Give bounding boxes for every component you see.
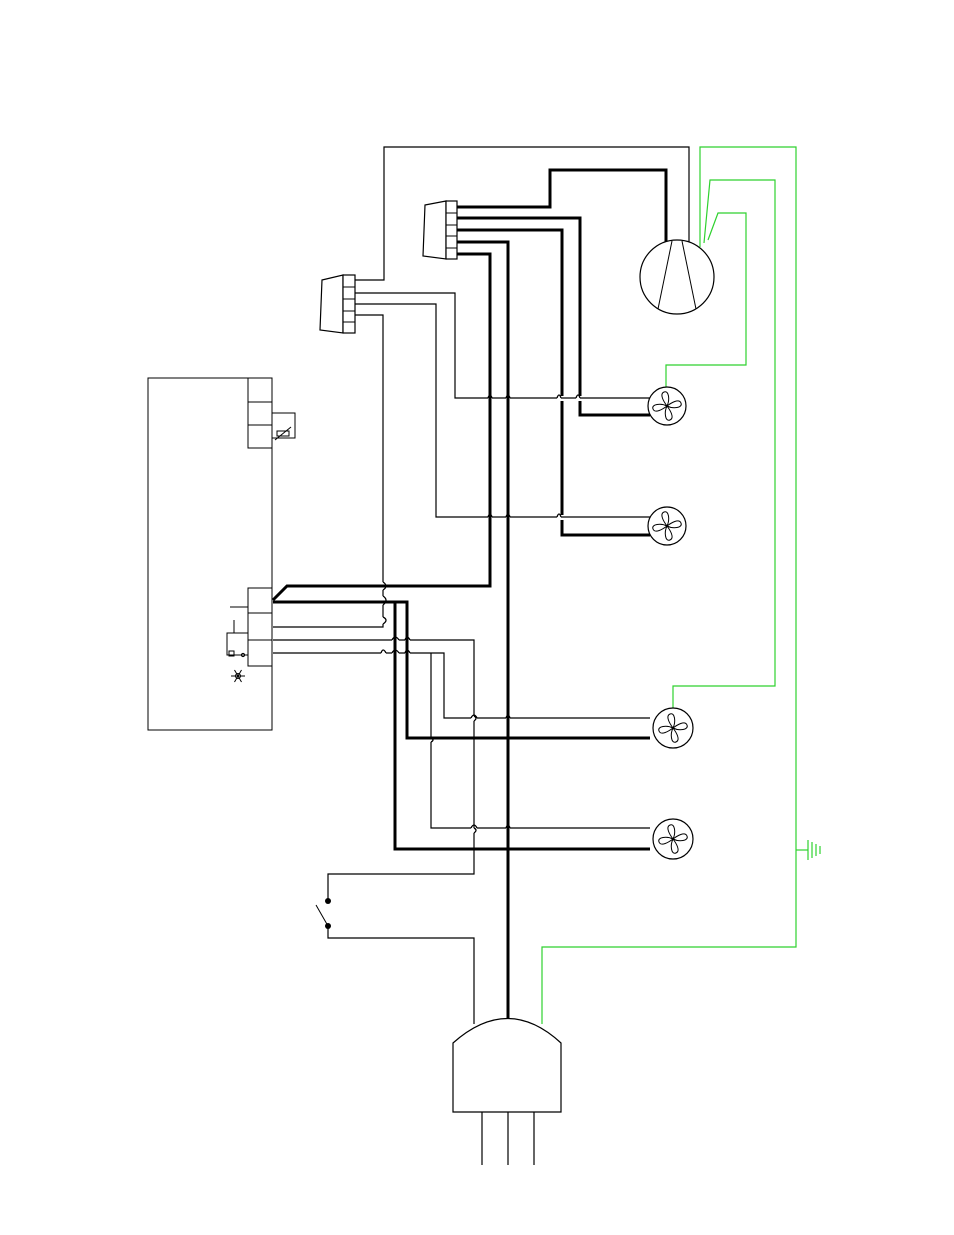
wire-conn-a-board bbox=[273, 315, 383, 627]
wire-door-switch-plug bbox=[328, 928, 474, 1024]
wire-conn-b-board bbox=[273, 254, 490, 600]
wire-fan-4-return bbox=[431, 653, 650, 828]
fan-icon bbox=[653, 708, 693, 748]
connector-b bbox=[423, 201, 457, 259]
crossover-hops bbox=[381, 395, 580, 833]
board-terminal-bottom bbox=[248, 588, 272, 666]
wire-conn-a-fan-2 bbox=[355, 304, 650, 517]
fan-icon bbox=[648, 387, 686, 425]
fan-icon bbox=[653, 819, 693, 859]
compressor-icon bbox=[640, 240, 714, 314]
relay-icon bbox=[227, 620, 248, 657]
snowflake-icon bbox=[231, 670, 245, 682]
wire-board-fans-3-4 bbox=[273, 653, 650, 718]
wire-conn-b-fan-2 bbox=[457, 230, 650, 535]
wire-board-fan-4 bbox=[395, 602, 650, 849]
power-plug-icon bbox=[453, 1019, 561, 1113]
wire-conn-a-compressor bbox=[355, 147, 689, 280]
control-board bbox=[148, 378, 295, 730]
wire-conn-a-fan-1 bbox=[355, 293, 650, 398]
board-terminal-top bbox=[248, 378, 272, 448]
thermistor-icon bbox=[272, 413, 295, 440]
connector-a bbox=[320, 275, 355, 333]
fan-icon bbox=[648, 507, 686, 545]
switch-icon bbox=[316, 898, 331, 929]
ground-icon bbox=[808, 840, 820, 860]
wire-conn-b-neutral bbox=[457, 242, 508, 1020]
wire-conn-b-fan-1 bbox=[457, 218, 650, 415]
